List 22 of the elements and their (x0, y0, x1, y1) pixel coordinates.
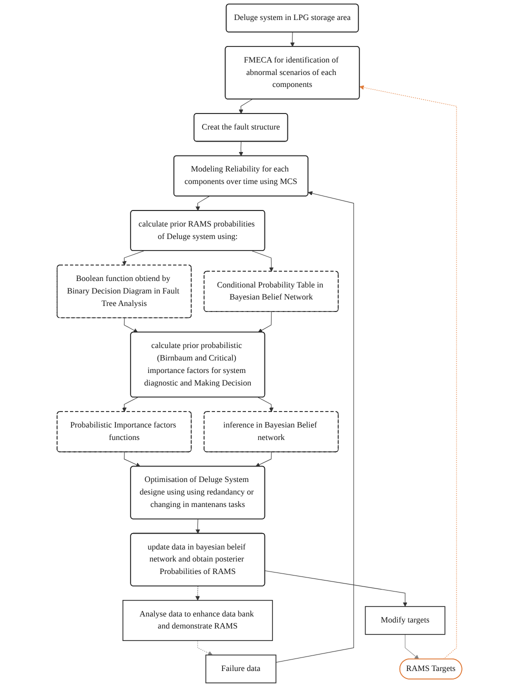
arrow (290, 32, 295, 47)
arrow (197, 640, 213, 656)
arrow (122, 397, 138, 412)
arrow (196, 518, 200, 534)
arrow (264, 570, 408, 607)
arrow (196, 196, 210, 211)
node-box: Analyse data to enhance data bank and demonstrate RAMS (122, 600, 273, 641)
arrow (124, 452, 140, 467)
arrow (124, 318, 138, 333)
arrow (404, 634, 420, 660)
arrow (258, 312, 272, 333)
arrow (122, 250, 144, 266)
arrow (195, 586, 200, 601)
arrow (258, 397, 274, 412)
node-box: Failure data (205, 654, 276, 684)
node-box: Modify targets (364, 606, 446, 635)
arrow (276, 191, 354, 663)
arrow (238, 141, 244, 156)
arrow (359, 85, 457, 660)
arrow (238, 99, 252, 114)
arrow (252, 250, 274, 272)
arrow (255, 452, 272, 467)
